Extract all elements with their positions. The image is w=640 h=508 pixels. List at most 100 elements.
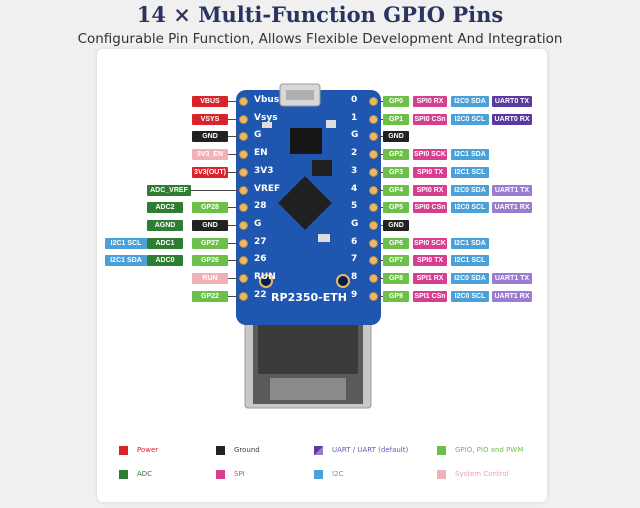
legend-swatch — [119, 446, 128, 455]
pin-pad — [239, 150, 248, 160]
pin-label: ADC0 — [147, 255, 183, 267]
pin-pad — [369, 97, 378, 106]
legend-label: Ground — [234, 446, 260, 454]
pin-number: 7 — [351, 254, 358, 265]
pin-number: EN — [254, 148, 268, 159]
pin-label: SPI1 RX — [413, 273, 447, 284]
pin-label: I2C1 SCL — [451, 255, 489, 267]
pin-label: GP2 — [383, 149, 409, 161]
legend-swatch — [437, 446, 446, 455]
pin-label: GND — [383, 219, 409, 231]
pin-number: 22 — [254, 289, 267, 300]
pin-label: ADC2 — [147, 202, 183, 214]
pin-label: UART0 RX — [492, 113, 532, 125]
pin-pad — [239, 256, 248, 266]
legend-label: ADC — [137, 470, 153, 478]
mount-hole — [259, 274, 273, 288]
legend-swatch — [216, 470, 225, 479]
pin-label: GP4 — [383, 184, 409, 196]
pin-label: I2C1 SCL — [451, 166, 489, 178]
pin-label: GP0 — [383, 96, 409, 107]
page-title: 14 × Multi-Function GPIO Pins — [136, 2, 504, 27]
pin-label: SPI0 RX — [413, 184, 447, 196]
pin-number: G — [351, 218, 359, 229]
pin-label: GP6 — [383, 237, 409, 249]
pin-number: G — [254, 130, 262, 141]
pin-label: I2C0 SCL — [451, 290, 489, 302]
pin-label: GP1 — [383, 113, 409, 125]
pin-number: Vsys — [254, 112, 278, 123]
pin-number: Vbus — [254, 95, 280, 105]
pin-label: I2C1 SDA — [451, 149, 489, 161]
pin-label: GP8 — [383, 273, 409, 284]
pin-label: GND — [192, 219, 228, 231]
pin-label: RUN — [192, 273, 228, 284]
pin-label: UART1 RX — [492, 290, 532, 302]
legend-label: System Control — [455, 470, 509, 478]
pin-label: SPI1 CSn — [413, 290, 447, 302]
legend-swatch — [314, 446, 323, 455]
pin-number: 27 — [254, 236, 267, 247]
pin-label: I2C0 SCL — [451, 113, 489, 125]
pin-pad — [239, 291, 248, 301]
pin-number: VREF — [254, 183, 281, 194]
legend-label: I2C — [332, 470, 344, 478]
legend-label: UART / UART (default) — [332, 446, 409, 454]
pin-number: G — [254, 218, 262, 229]
pin-label: I2C0 SDA — [451, 184, 489, 196]
pin-pad — [239, 203, 248, 213]
board-name: RP2350-ETH — [271, 291, 347, 304]
pin-label: SPI0 RX — [413, 96, 447, 107]
pin-label: GP28 — [192, 202, 228, 214]
pin-pad — [369, 185, 378, 195]
legend-swatch — [437, 470, 446, 479]
page-subtitle: Configurable Pin Function, Allows Flexib… — [77, 31, 563, 47]
pin-label: UART1 TX — [492, 273, 532, 284]
pin-number: 26 — [254, 254, 267, 265]
pin-label: I2C1 SDA — [105, 255, 147, 267]
pin-label: UART0 TX — [492, 96, 532, 107]
pin-pad — [369, 274, 378, 283]
pin-label: I2C0 SCL — [451, 202, 489, 214]
pin-label: SPI0 TX — [413, 166, 447, 178]
pin-label: 3V3_EN — [192, 149, 228, 161]
flash-chip — [290, 128, 322, 154]
pin-label: GP3 — [383, 166, 409, 178]
legend-label: Power — [137, 446, 159, 454]
pin-number: 6 — [351, 236, 358, 247]
pin-label: GP27 — [192, 237, 228, 249]
mcu-chip — [278, 176, 332, 230]
pin-label: SPI0 CSn — [413, 202, 447, 214]
pin-label: VSYS — [192, 113, 228, 125]
pin-label: GND — [192, 131, 228, 143]
pin-pad — [239, 185, 248, 195]
legend-swatch — [119, 470, 128, 479]
pin-number: 5 — [351, 201, 358, 212]
pin-number: 3 — [351, 165, 358, 176]
pin-pad — [239, 238, 248, 248]
pin-pad — [239, 114, 248, 124]
pin-pad — [239, 274, 248, 283]
pin-label: UART1 TX — [492, 184, 532, 196]
pin-label: UART1 RX — [492, 202, 532, 214]
pin-label: SPI0 SCK — [413, 149, 447, 161]
pin-pad — [239, 97, 248, 106]
pin-label: SPI0 SCK — [413, 237, 447, 249]
pin-label: ADC_VREF — [147, 184, 191, 196]
pin-number: 3V3 — [254, 165, 274, 176]
pin-label: ADC1 — [147, 237, 183, 249]
pin-pad — [239, 132, 248, 142]
pin-number: 1 — [351, 112, 358, 123]
pin-pad — [369, 220, 378, 230]
pin-label: I2C0 SDA — [451, 273, 489, 284]
pin-label: I2C1 SDA — [451, 237, 489, 249]
pin-pad — [369, 256, 378, 266]
pin-pad — [239, 220, 248, 230]
pin-number: 2 — [351, 148, 358, 159]
mount-hole — [336, 274, 350, 288]
pin-connector-line — [147, 189, 242, 191]
pin-pad — [369, 114, 378, 124]
pin-number: 4 — [351, 183, 358, 194]
legend-swatch — [314, 470, 323, 479]
